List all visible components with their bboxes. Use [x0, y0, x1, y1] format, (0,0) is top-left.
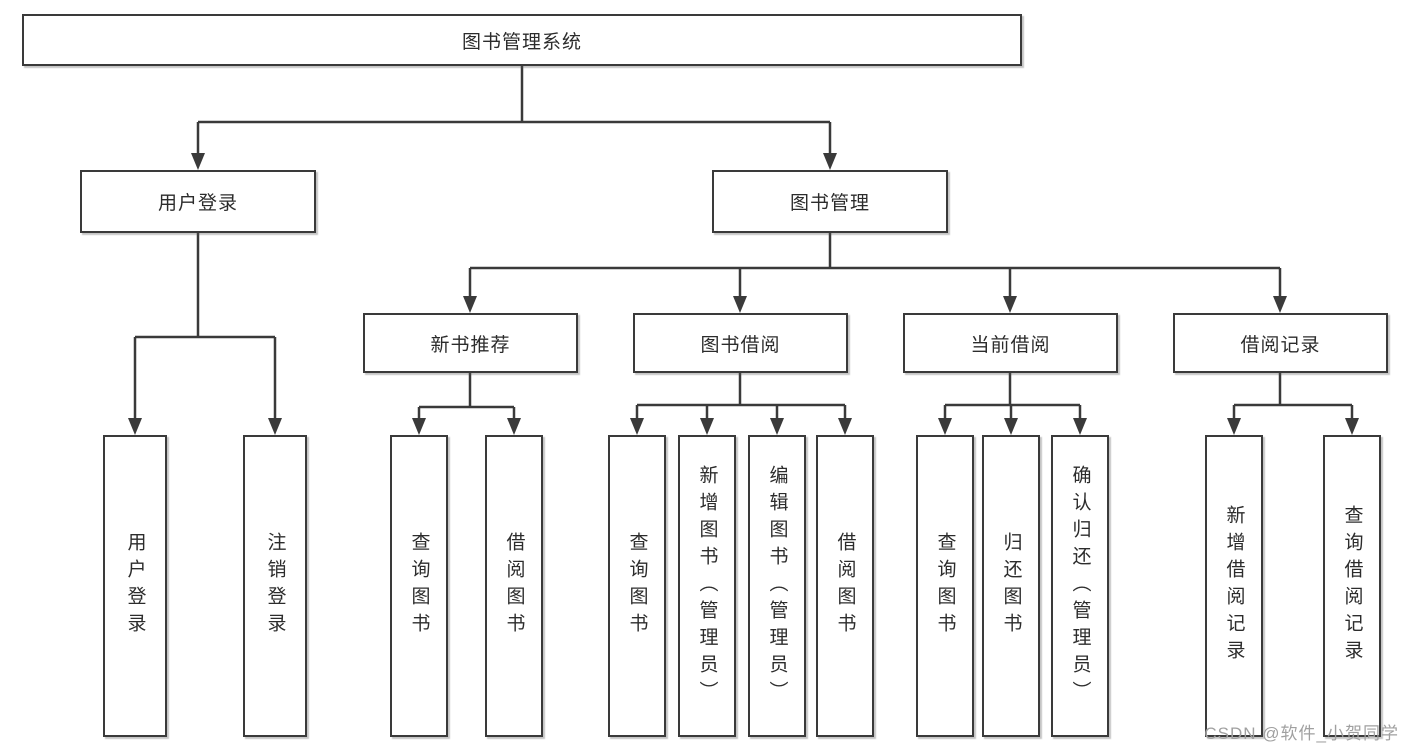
leaf-label: 查询借阅记录 — [1341, 505, 1363, 667]
node-new-book-recommend: 新书推荐 — [363, 313, 578, 373]
leaf-label: 编辑图书（管理员） — [766, 464, 788, 708]
csdn-watermark: CSDN @软件_小贺同学 — [1204, 724, 1399, 743]
node-root-label: 图书管理系统 — [461, 31, 582, 53]
node-label: 当前借阅 — [970, 334, 1051, 356]
leaf-label: 查询图书 — [408, 532, 430, 640]
leaf-borrow-books: 借阅图书 — [816, 435, 874, 737]
leaf-label: 借阅图书 — [503, 532, 525, 640]
node-root-system: 图书管理系统 — [22, 14, 1022, 66]
node-label: 借阅记录 — [1240, 334, 1321, 356]
node-user-login-module: 用户登录 — [80, 170, 316, 233]
leaf-current-query-books: 查询图书 — [916, 435, 974, 737]
leaf-user-login: 用户登录 — [103, 435, 167, 737]
node-book-borrowing: 图书借阅 — [633, 313, 848, 373]
leaf-label: 用户登录 — [124, 532, 146, 640]
leaf-return-books: 归还图书 — [982, 435, 1040, 737]
node-label: 图书管理 — [789, 193, 870, 214]
leaf-label: 查询图书 — [934, 532, 956, 640]
leaf-add-borrow-record: 新增借阅记录 — [1205, 435, 1263, 737]
leaf-confirm-return-admin: 确认归还（管理员） — [1051, 435, 1109, 737]
leaf-label: 新增图书（管理员） — [696, 464, 718, 708]
node-label: 新书推荐 — [430, 334, 511, 356]
node-label: 用户登录 — [157, 193, 238, 214]
leaf-label: 注销登录 — [264, 532, 286, 640]
leaf-borrowing-query-books: 查询图书 — [608, 435, 666, 737]
leaf-label: 借阅图书 — [834, 532, 856, 640]
leaf-newbook-borrow-books: 借阅图书 — [485, 435, 543, 737]
leaf-logout: 注销登录 — [243, 435, 307, 737]
leaf-label: 归还图书 — [1000, 532, 1022, 640]
leaf-label: 查询图书 — [626, 532, 648, 640]
node-borrow-records: 借阅记录 — [1173, 313, 1388, 373]
leaf-newbook-query-books: 查询图书 — [390, 435, 448, 737]
node-current-borrowing: 当前借阅 — [903, 313, 1118, 373]
leaf-label: 新增借阅记录 — [1223, 505, 1245, 667]
leaf-edit-books-admin: 编辑图书（管理员） — [748, 435, 806, 737]
node-book-management-module: 图书管理 — [712, 170, 948, 233]
leaf-query-borrow-record: 查询借阅记录 — [1323, 435, 1381, 737]
leaf-add-books-admin: 新增图书（管理员） — [678, 435, 736, 737]
leaf-label: 确认归还（管理员） — [1069, 464, 1091, 708]
node-label: 图书借阅 — [700, 334, 781, 356]
